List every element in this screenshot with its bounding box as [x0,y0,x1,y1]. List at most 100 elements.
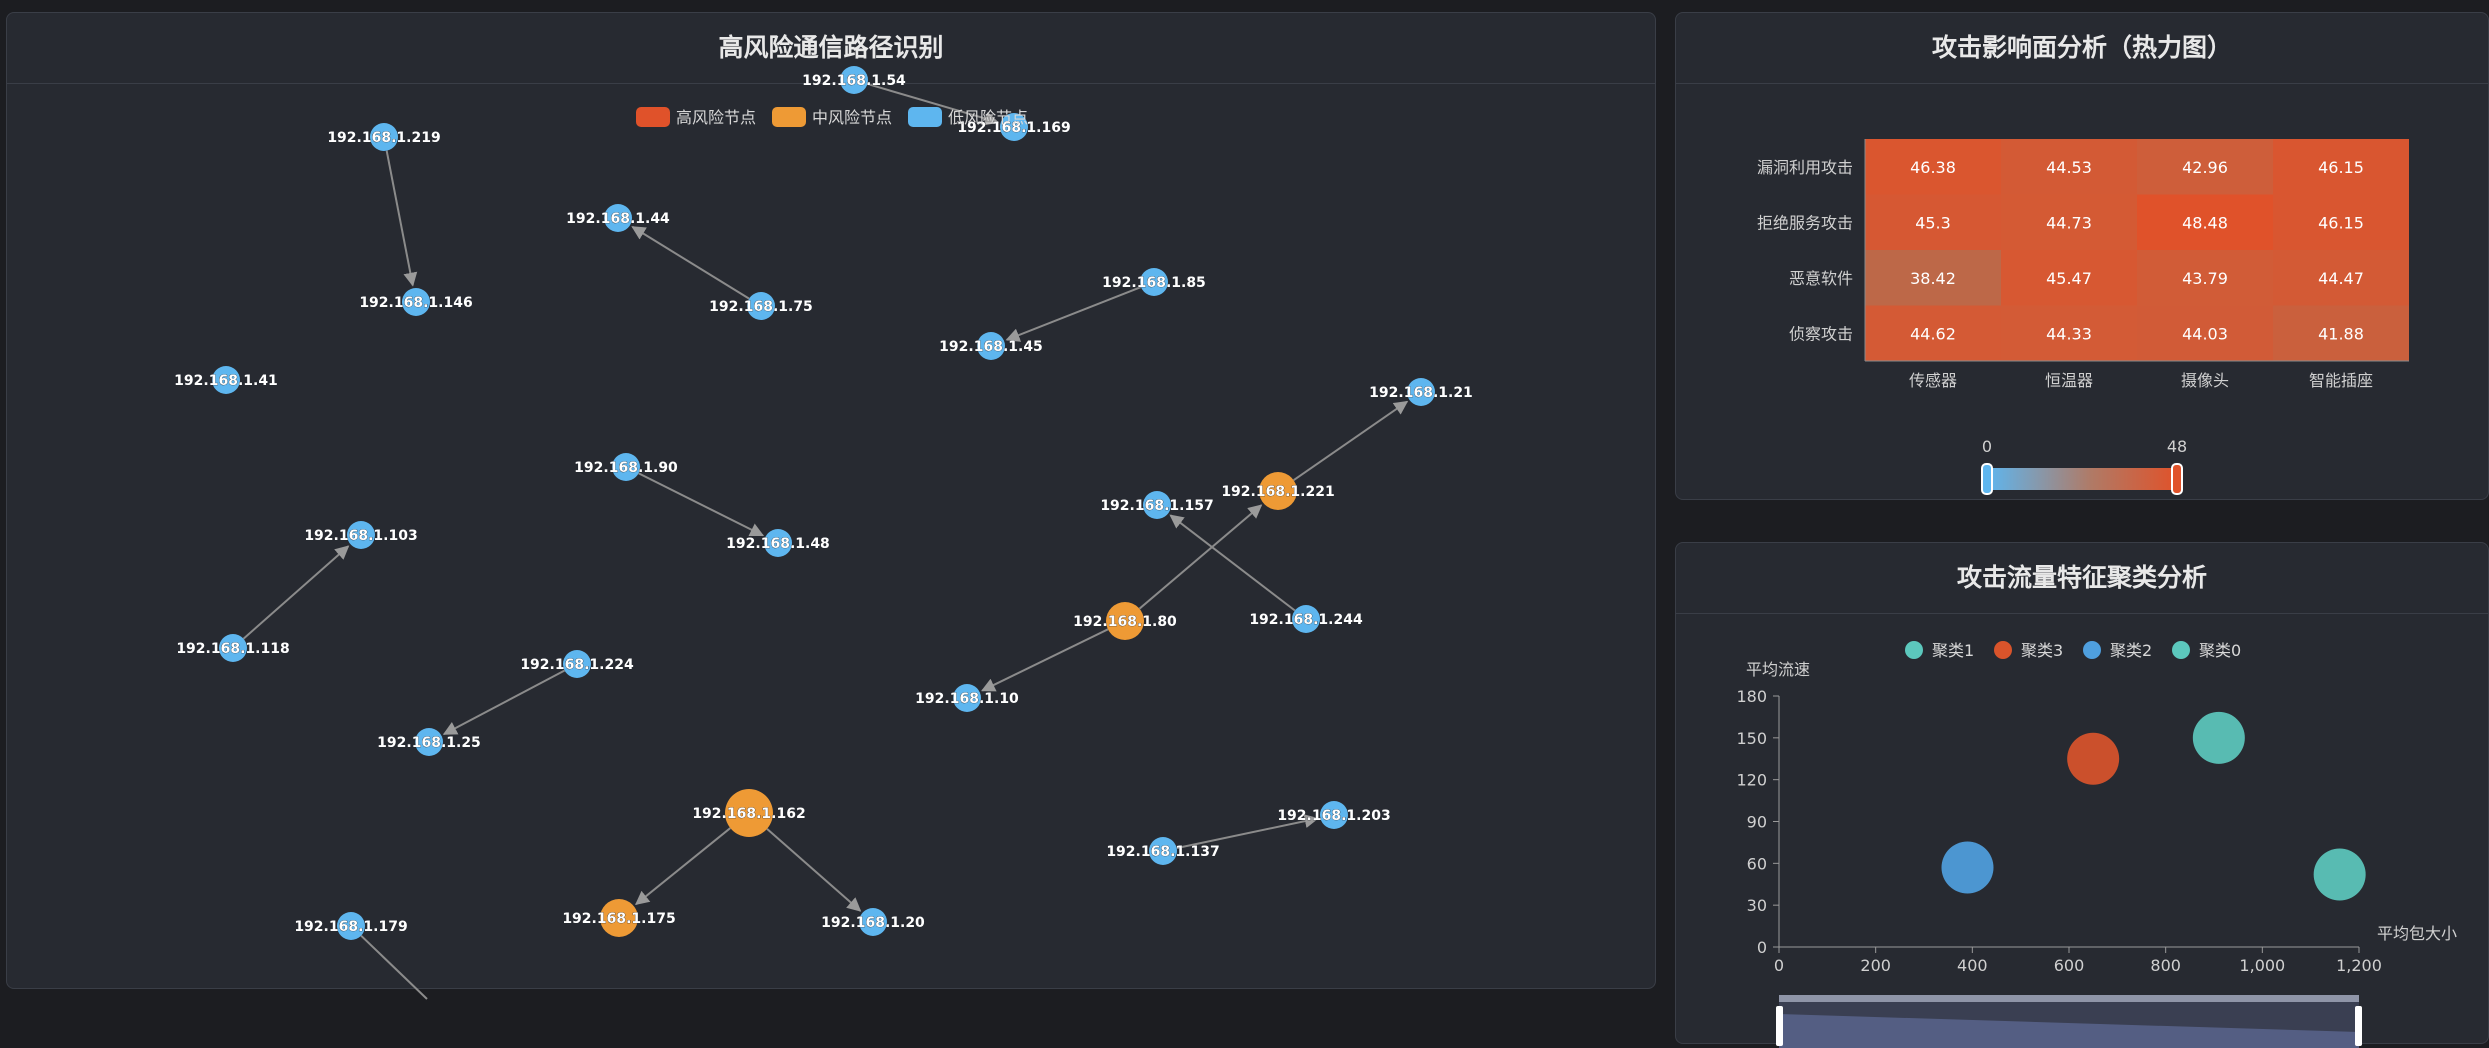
graph-node[interactable]: 192.168.1.224 [520,650,634,678]
heatmap-cell[interactable] [2137,305,2273,362]
graph-node[interactable]: 192.168.1.219 [327,123,441,151]
graph-node-circle[interactable] [212,366,240,394]
graph-node[interactable]: 192.168.1.48 [726,529,830,557]
graph-node-circle[interactable] [953,684,981,712]
graph-node-circle[interactable] [747,292,775,320]
graph-node-circle[interactable] [859,908,887,936]
visual-map-bar[interactable] [1987,468,2177,490]
graph-node-circle[interactable] [1407,378,1435,406]
scatter-point[interactable] [2067,732,2120,785]
heatmap-cell[interactable] [2001,305,2137,362]
scatter-point[interactable] [1941,841,1994,894]
graph-node-circle[interactable] [600,899,638,937]
graph-edge [867,82,1000,126]
visual-map-handle-max[interactable] [2171,463,2183,495]
graph-node[interactable]: 192.168.1.90 [574,453,678,481]
heatmap-cell[interactable] [2137,139,2273,195]
graph-node[interactable]: 192.168.1.103 [304,521,418,549]
heatmap-cell[interactable] [1865,250,2001,306]
visual-map-handle-min[interactable] [1981,463,1993,495]
scatter-legend-item[interactable]: 聚类2 [2083,641,2152,660]
graph-node-circle[interactable] [337,912,365,940]
graph-node[interactable]: 192.168.1.21 [1369,378,1473,406]
heatmap-cell[interactable] [2273,305,2409,362]
graph-node-circle[interactable] [1000,113,1028,141]
scatter-legend-label: 聚类3 [2021,641,2063,660]
graph-node[interactable]: 192.168.1.221 [1221,472,1335,510]
graph-node-circle[interactable] [612,453,640,481]
legend-item[interactable]: 高风险节点 [636,107,756,127]
heatmap-cell[interactable] [2137,250,2273,306]
graph-node[interactable]: 192.168.1.44 [566,204,670,232]
scatter-point[interactable] [2313,848,2366,901]
scatter-legend-item[interactable]: 聚类3 [1994,641,2063,660]
graph-node-circle[interactable] [347,521,375,549]
graph-node-circle[interactable] [370,123,398,151]
graph-node[interactable]: 192.168.1.80 [1073,602,1177,640]
graph-node-circle[interactable] [1143,491,1171,519]
graph-node-circle[interactable] [977,332,1005,360]
scatter-zoom-top-bar[interactable] [1779,995,2359,1002]
graph-node[interactable]: 192.168.1.85 [1102,268,1206,296]
graph-node-circle[interactable] [840,66,868,94]
graph-node-circle[interactable] [1259,472,1297,510]
scatter-legend-item[interactable]: 聚类0 [2172,641,2241,660]
graph-node-circle[interactable] [219,634,247,662]
heatmap-cell[interactable] [1865,305,2001,362]
scatter-x-tick-label: 1,000 [2239,956,2285,975]
graph-node-circle[interactable] [764,529,792,557]
network-graph[interactable]: 192.168.1.54 192.168.1.169 192.168.1.219 19… [7,66,1655,1000]
graph-node[interactable]: 192.168.1.118 [176,634,290,662]
graph-node[interactable]: 192.168.1.20 [821,908,925,936]
heatmap-cell[interactable] [2001,139,2137,195]
graph-node[interactable]: 192.168.1.203 [1277,801,1391,829]
graph-node-circle[interactable] [563,650,591,678]
graph-node[interactable]: 192.168.1.10 [915,684,1019,712]
graph-node[interactable]: 192.168.1.179 [294,912,408,940]
graph-node[interactable]: 192.168.1.244 [1249,605,1363,633]
graph-node-circle[interactable] [1292,605,1320,633]
legend-item[interactable]: 中风险节点 [772,107,892,127]
graph-node[interactable]: 192.168.1.41 [174,366,278,394]
graph-node-circle[interactable] [1140,268,1168,296]
graph-node-circle[interactable] [1106,602,1144,640]
graph-node[interactable]: 192.168.1.169 [957,113,1071,141]
scatter-zoom-handle-left[interactable] [1776,1006,1783,1046]
scatter-point[interactable] [2192,711,2245,764]
graph-nodes: 192.168.1.54 192.168.1.169 192.168.1.219 19… [174,66,1473,940]
heatmap-cell[interactable] [2273,194,2409,251]
graph-node-circle[interactable] [415,728,443,756]
graph-node[interactable]: 192.168.1.25 [377,728,481,756]
scatter-legend-item[interactable]: 聚类1 [1905,641,1974,660]
scatter-zoom-handle-right[interactable] [2355,1006,2362,1046]
heatmap-cell[interactable] [2001,250,2137,306]
graph-node[interactable]: 192.168.1.175 [562,899,676,937]
legend-item[interactable]: 低风险节点 [908,107,1028,127]
scatter-title: 攻击流量特征聚类分析 [1676,543,2488,614]
heatmap-cell[interactable] [2137,194,2273,251]
scatter-x-axis-label: 平均包大小 [2377,924,2457,943]
graph-node[interactable]: 192.168.1.162 [692,789,806,837]
legend-label: 低风险节点 [948,108,1028,127]
graph-node[interactable]: 192.168.1.54 [802,66,906,94]
graph-node-circle[interactable] [1320,801,1348,829]
heatmap-cell[interactable] [2273,250,2409,306]
graph-node-circle[interactable] [725,789,773,837]
heatmap-cell[interactable] [2001,194,2137,251]
graph-legend[interactable]: 高风险节点中风险节点 低风险节点 [636,107,1028,127]
heatmap-cell[interactable] [1865,139,2001,195]
scatter-y-axis-label: 平均流速 [1746,660,1810,679]
graph-node-circle[interactable] [604,204,632,232]
graph-node-circle[interactable] [1149,837,1177,865]
graph-node[interactable]: 192.168.1.45 [939,332,1043,360]
graph-node[interactable]: 192.168.1.157 [1100,491,1214,519]
graph-node-circle[interactable] [402,288,430,316]
heatmap-cell[interactable] [2273,139,2409,195]
scatter-y-tick-label: 90 [1747,813,1767,832]
graph-node[interactable]: 192.168.1.137 [1106,837,1220,865]
heatmap-cell[interactable] [1865,194,2001,251]
graph-node[interactable]: 192.168.1.75 [709,292,813,320]
graph-node[interactable]: 192.168.1.146 [359,288,473,316]
